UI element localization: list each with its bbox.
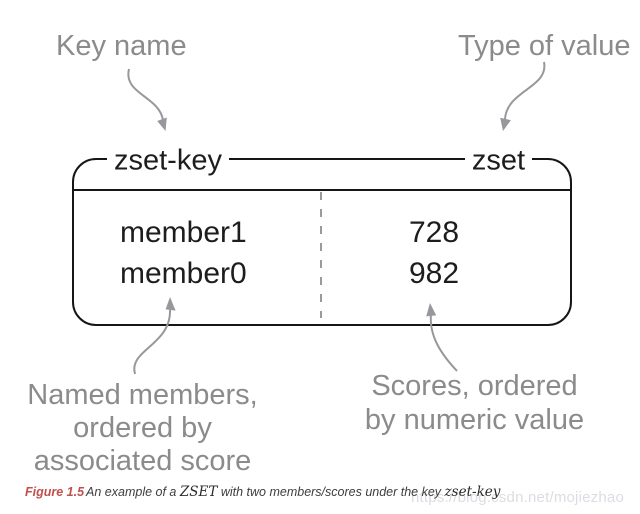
score-cell: 982 xyxy=(408,257,460,290)
scores-note-line: Scores, ordered xyxy=(371,370,578,402)
blog-watermark: https://blog.csdn.net/mojiezhao xyxy=(411,489,624,506)
scores-note-line: by numeric value xyxy=(364,404,585,436)
member-cell: member1 xyxy=(120,216,247,249)
zset-box: zset-key zset member1 728 member0 982 xyxy=(72,144,572,326)
members-note-line: associated score xyxy=(33,445,252,477)
key-name-label: Key name xyxy=(56,30,187,62)
member-cell: member0 xyxy=(120,257,247,290)
zset-key-name: zset-key xyxy=(107,144,229,178)
caption-text: with two members/scores under the key xyxy=(217,485,445,499)
caption-text: An example of a xyxy=(86,485,180,499)
members-note: Named members, ordered by associated sco… xyxy=(15,379,270,478)
scores-note: Scores, ordered by numeric value xyxy=(347,369,602,437)
caption-code-key: zset-key xyxy=(444,484,501,500)
score-cell: 728 xyxy=(408,216,460,249)
key-name-arrow xyxy=(127,68,167,131)
type-of-value-arrow xyxy=(500,61,546,131)
caption-code-zset: ZSET xyxy=(179,484,218,500)
members-note-line: Named members, xyxy=(27,379,258,411)
figure-number: Figure 1.5 xyxy=(25,485,85,499)
zset-type-name: zset xyxy=(464,144,532,178)
header-separator-line xyxy=(74,189,570,191)
members-note-line: ordered by xyxy=(73,412,212,444)
type-of-value-label: Type of value xyxy=(458,30,631,62)
